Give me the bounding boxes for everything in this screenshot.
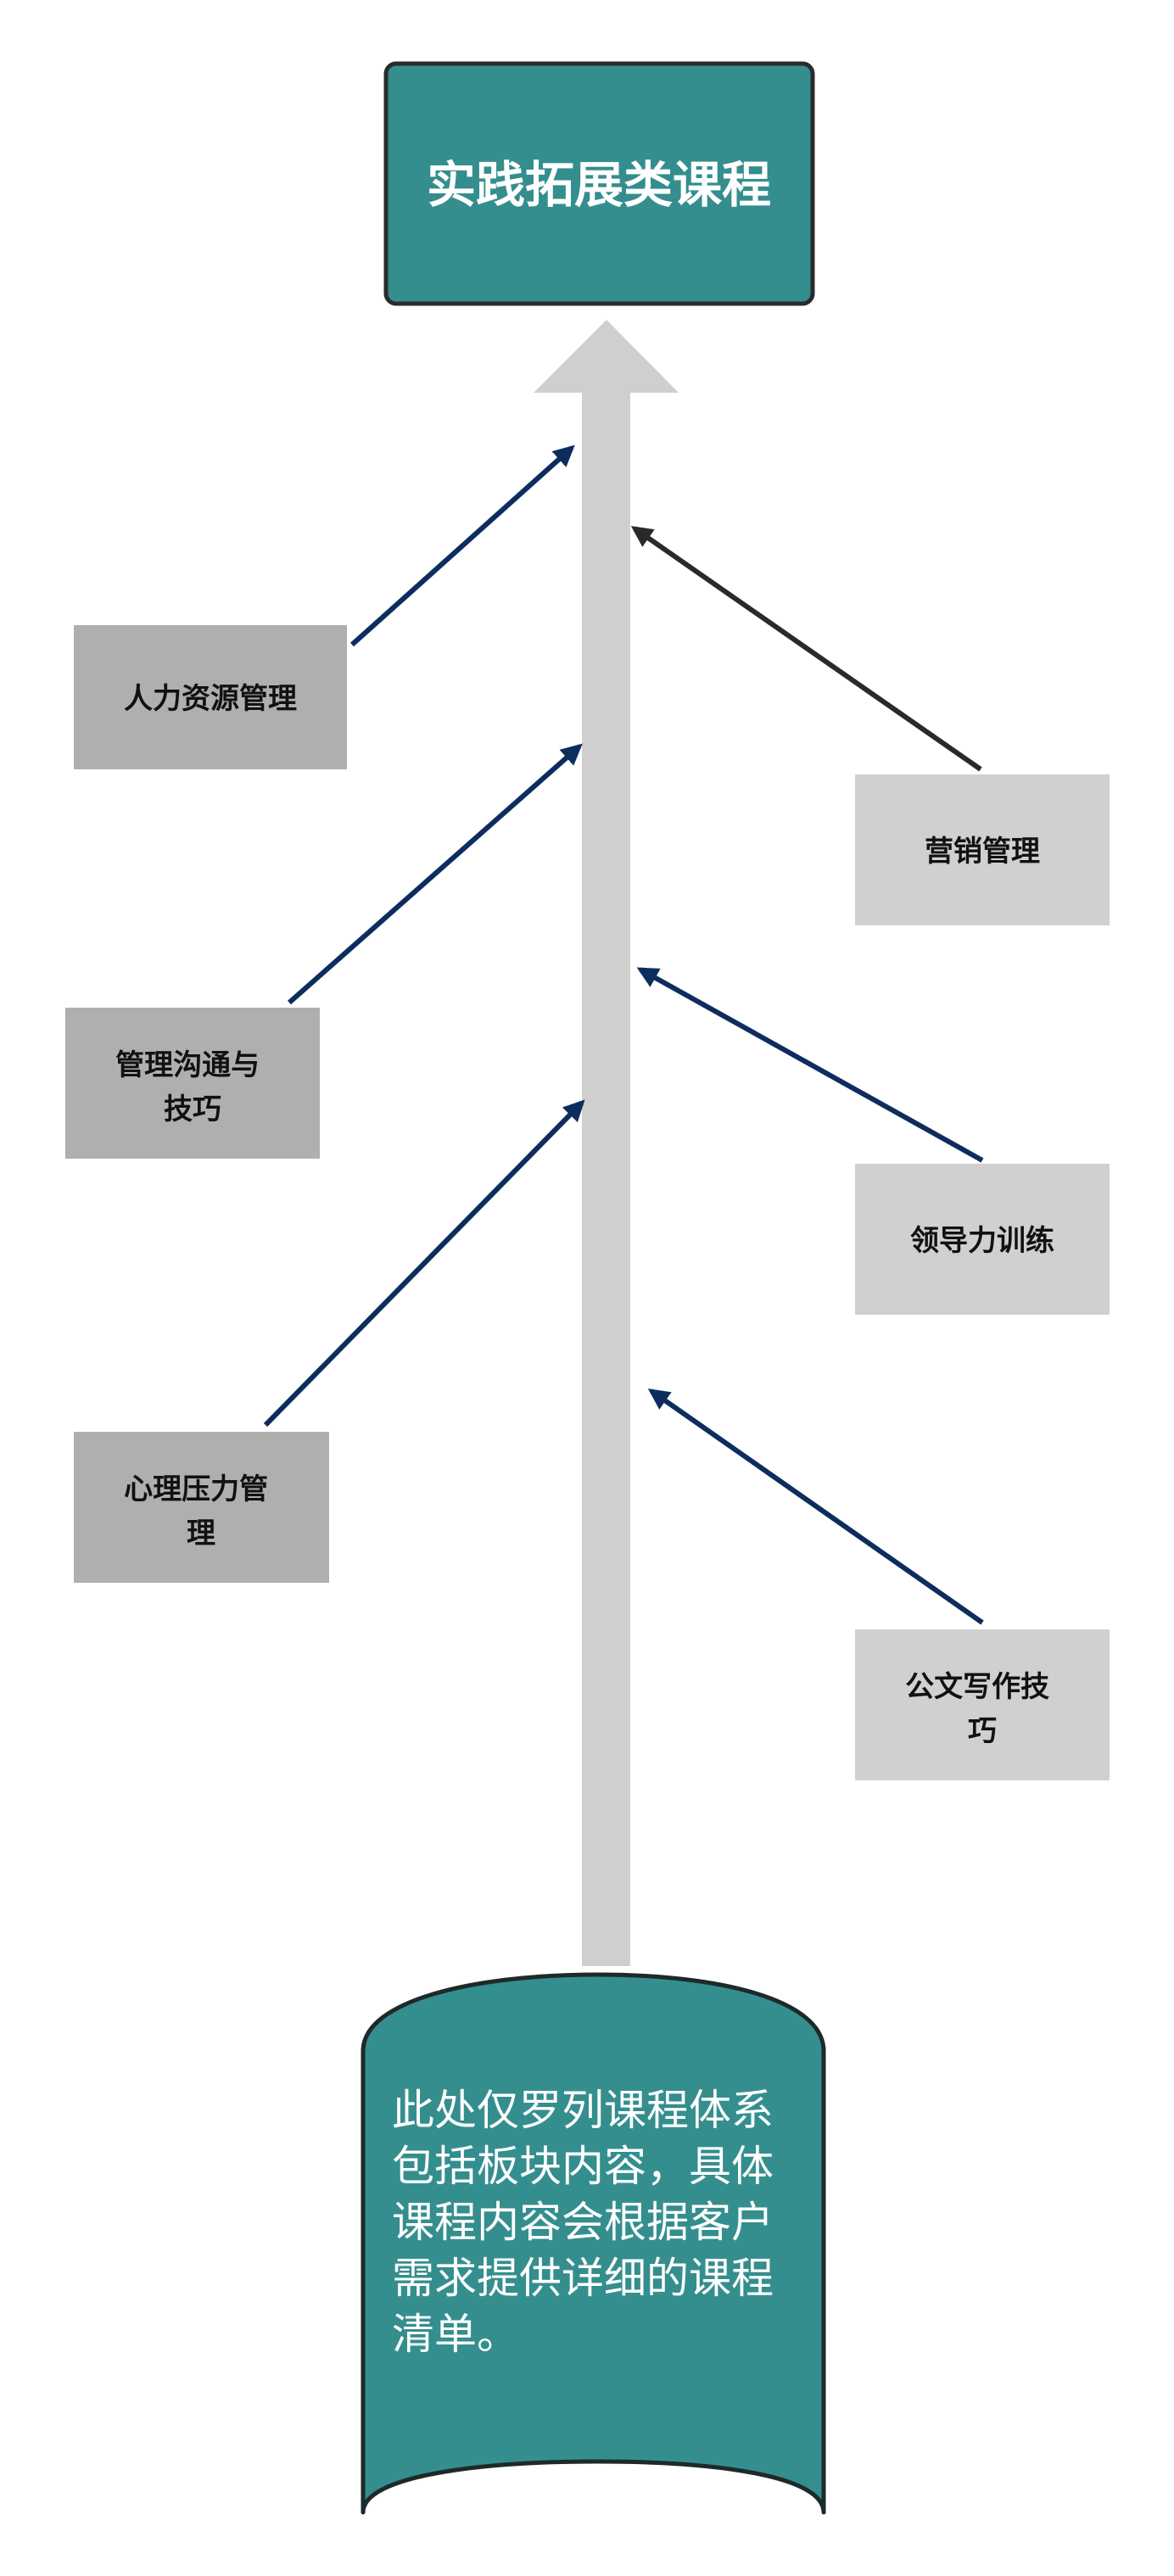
course-label-line: 巧 <box>968 1714 997 1748</box>
course-label: 公文写作技 巧 <box>905 1670 1059 1748</box>
course-label-line: 营销管理 <box>925 835 1040 869</box>
course-label-line: 管理沟通与 <box>115 1048 260 1082</box>
arrow-communication <box>288 743 583 1005</box>
arrow-writing <box>647 1389 984 1625</box>
course-box <box>855 1629 1110 1780</box>
note-shape: 此处仅罗列课程体系 包括板块内容，具体 课程内容会根据客户 需求提供详细的课程 … <box>361 1972 826 2515</box>
course-label: 人力资源管理 <box>124 682 297 716</box>
course-box <box>74 625 347 769</box>
note-text: 此处仅罗列课程体系 包括板块内容，具体 课程内容会根据客户 需求提供详细的课程 … <box>392 2086 787 2359</box>
left-course-stress: 心理压力管 理 <box>74 1432 329 1583</box>
note-line: 此处仅罗列课程体系 <box>392 2086 774 2135</box>
course-label: 领导力训练 <box>910 1224 1054 1258</box>
course-label-line: 人力资源管理 <box>124 682 297 716</box>
course-label-line: 理 <box>187 1517 215 1551</box>
title-box: 实践拓展类课程 <box>383 61 815 306</box>
note-line: 课程内容会根据客户 <box>392 2198 774 2247</box>
course-label: 营销管理 <box>925 835 1040 869</box>
course-label-line: 公文写作技 <box>905 1670 1049 1704</box>
right-course-leadership: 领导力训练 <box>855 1164 1110 1315</box>
course-box <box>855 774 1110 925</box>
course-box <box>65 1008 320 1159</box>
course-label-line: 心理压力管 <box>124 1472 268 1506</box>
course-box <box>855 1164 1110 1315</box>
right-course-writing: 公文写作技 巧 <box>855 1629 1110 1780</box>
arrow-stress <box>263 1099 585 1428</box>
arrow-hr <box>349 444 575 647</box>
title-text: 实践拓展类课程 <box>427 156 771 214</box>
arrow-leadership <box>636 967 984 1163</box>
note-line: 清单。 <box>392 2310 519 2359</box>
note-shape-body <box>361 1972 826 2515</box>
shaft-arrowhead <box>534 320 679 393</box>
note-line: 包括板块内容，具体 <box>392 2142 774 2191</box>
right-course-marketing: 营销管理 <box>855 774 1110 925</box>
course-box <box>74 1432 329 1583</box>
note-line: 需求提供详细的课程 <box>392 2254 774 2303</box>
main-shaft-arrow <box>534 320 679 1966</box>
course-label: 心理压力管 理 <box>124 1472 278 1551</box>
title-box-shape <box>383 61 815 306</box>
arrow-marketing <box>630 526 982 772</box>
course-label-line: 领导力训练 <box>910 1224 1054 1258</box>
course-label: 管理沟通与 技巧 <box>115 1048 270 1126</box>
course-label-line: 技巧 <box>164 1092 221 1126</box>
shaft-body <box>582 390 630 1966</box>
connector-arrows <box>263 444 984 1625</box>
left-course-communication: 管理沟通与 技巧 <box>65 1008 320 1159</box>
left-course-hr: 人力资源管理 <box>74 625 347 769</box>
